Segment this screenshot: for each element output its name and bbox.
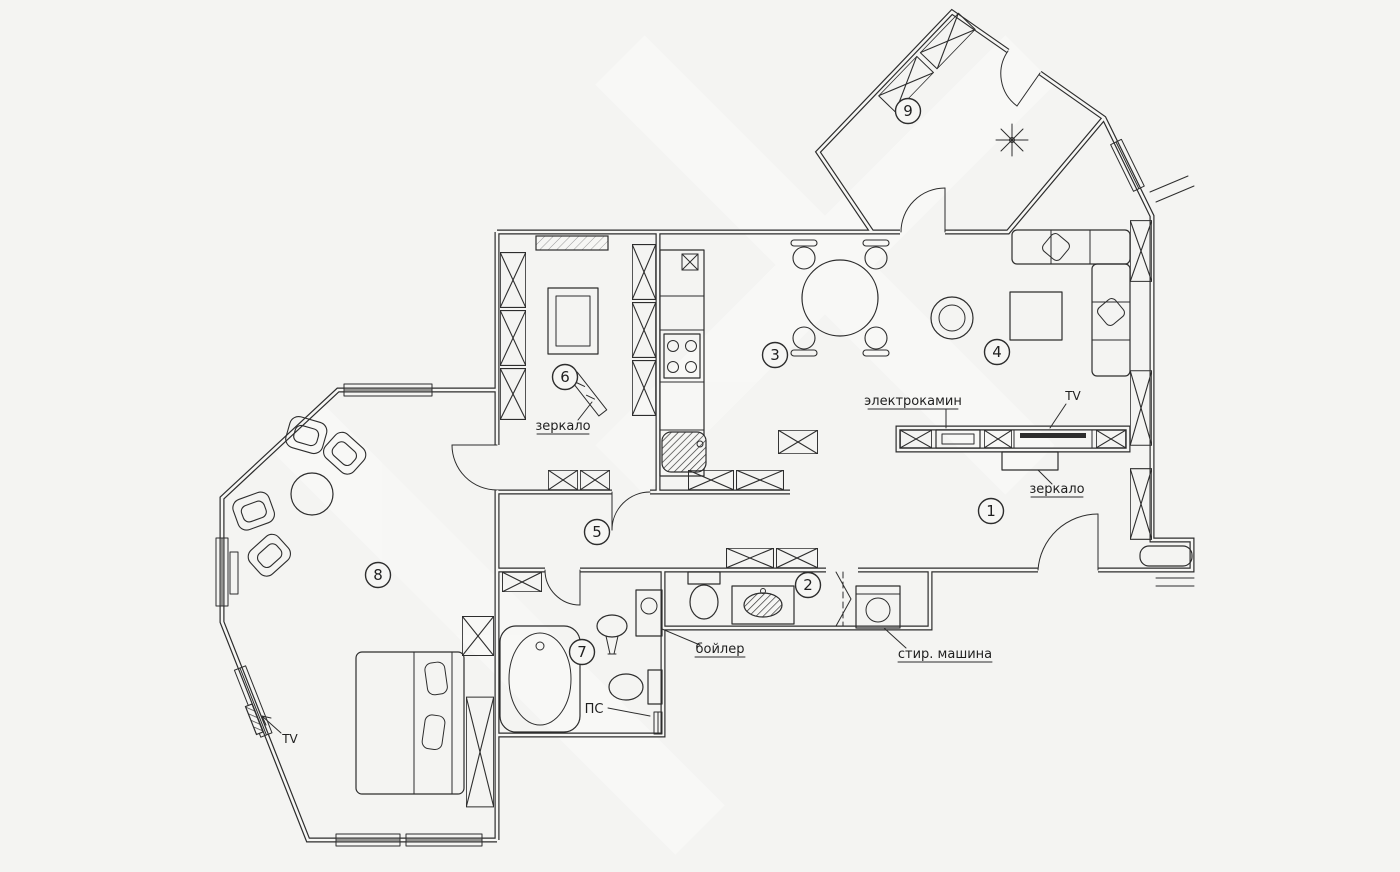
- walls: [219, 8, 1195, 843]
- toilet: [687, 571, 721, 620]
- room-number-3-text: 3: [770, 346, 780, 364]
- label-tv-living: TV: [1064, 389, 1081, 403]
- annotation-lines: [261, 401, 1084, 734]
- media-wall: [900, 429, 1126, 449]
- window: [215, 537, 229, 607]
- window: [405, 833, 483, 847]
- label-boiler: бойлер: [696, 642, 745, 657]
- boiler: [635, 589, 663, 637]
- folding-door: [835, 571, 852, 627]
- walk-in-closet: [500, 235, 656, 490]
- bedroom-living: [229, 413, 494, 808]
- tv-icon: [1020, 433, 1086, 438]
- toilet: [608, 669, 663, 705]
- entrance-door: [1000, 50, 1041, 107]
- entry-steps: [1149, 175, 1195, 203]
- leader-mirror-closet: [536, 401, 593, 435]
- wc: [687, 571, 901, 629]
- bedroom-tv: [244, 703, 264, 736]
- text-labels: зеркало электрокамин TV зеркало бойлер с…: [281, 389, 1084, 746]
- stove: [663, 333, 701, 379]
- plant-icon: [995, 123, 1029, 157]
- room-number-8: 8: [364, 561, 392, 589]
- room-number-1: 1: [977, 497, 1005, 525]
- pillow: [424, 661, 448, 696]
- room-number-4-text: 4: [992, 343, 1002, 361]
- room-number-3: 3: [761, 341, 789, 369]
- bench: [1139, 545, 1193, 567]
- room-number-9: 9: [894, 97, 922, 125]
- window: [1110, 138, 1145, 192]
- leader-tv-living: [1049, 403, 1067, 429]
- label-fireplace: электрокамин: [864, 394, 962, 409]
- leader-washer: [883, 627, 993, 663]
- label-towel-rail: ПС: [585, 702, 604, 717]
- bathroom: [499, 572, 663, 735]
- label-washer: стир. машина: [898, 647, 992, 662]
- door-hall: [1037, 513, 1099, 571]
- room-number-9-text: 9: [903, 102, 913, 120]
- hallway: [726, 451, 1193, 568]
- doors: [451, 50, 1195, 606]
- coffee-table: [1009, 291, 1063, 341]
- room-number-2: 2: [794, 571, 822, 599]
- round-table: [290, 472, 334, 516]
- label-tv-bedroom: TV: [281, 732, 298, 746]
- leader-boiler: [661, 628, 746, 658]
- pillow: [421, 714, 446, 751]
- vestibule: [878, 12, 1195, 203]
- door-closet: [611, 491, 651, 531]
- room-number-4: 4: [983, 338, 1011, 366]
- kitchen: [659, 239, 890, 490]
- towel-rail: [653, 711, 663, 735]
- sofa-pillow: [1042, 233, 1070, 261]
- electric-fireplace: [935, 429, 981, 449]
- room-number-6: 6: [551, 363, 579, 391]
- room-number-5-text: 5: [592, 523, 602, 541]
- room-number-2-text: 2: [803, 576, 813, 594]
- leader-tv-bedroom: [261, 715, 282, 734]
- bed: [355, 651, 465, 795]
- radiator: [229, 551, 239, 595]
- hall-console: [1001, 451, 1059, 471]
- shelf: [535, 235, 609, 251]
- room-number-8-text: 8: [373, 566, 383, 584]
- tv-console: [1013, 429, 1093, 449]
- vent-icon: [681, 253, 699, 271]
- steps: [1155, 577, 1195, 587]
- sofa-pillow: [1097, 298, 1125, 326]
- washing-machine: [855, 585, 901, 629]
- leader-towel-rail: [607, 707, 651, 717]
- label-mirror-hall: зеркало: [1029, 482, 1084, 497]
- room-number-7-text: 7: [577, 643, 587, 661]
- room-number-7: 7: [568, 638, 596, 666]
- door-vestibule: [900, 187, 946, 233]
- door-bedroom: [451, 444, 498, 491]
- pedestal-sink: [596, 614, 628, 655]
- room-number-6-text: 6: [560, 368, 570, 386]
- swivel-armchair: [930, 296, 974, 340]
- room-numbers: 1 2 3 4 5 6 7 8: [364, 97, 1011, 666]
- dining-table: [801, 259, 879, 337]
- window: [233, 665, 273, 738]
- living-room: [900, 220, 1152, 540]
- scan-watermark: [275, 35, 1055, 855]
- leader-fireplace: [867, 408, 959, 429]
- kitchen-counter: [659, 249, 705, 477]
- door-bathroom: [544, 569, 581, 606]
- label-mirror-closet: зеркало: [535, 419, 590, 434]
- vanity-sink: [731, 585, 795, 625]
- kitchen-sink: [661, 431, 707, 473]
- leader-mirror-hall: [1030, 469, 1084, 498]
- bathtub: [499, 625, 581, 733]
- windows: [215, 138, 1145, 847]
- closet-island: [547, 287, 599, 355]
- room-number-5: 5: [583, 518, 611, 546]
- room-number-1-text: 1: [986, 502, 996, 520]
- window: [343, 383, 433, 397]
- window: [335, 833, 401, 847]
